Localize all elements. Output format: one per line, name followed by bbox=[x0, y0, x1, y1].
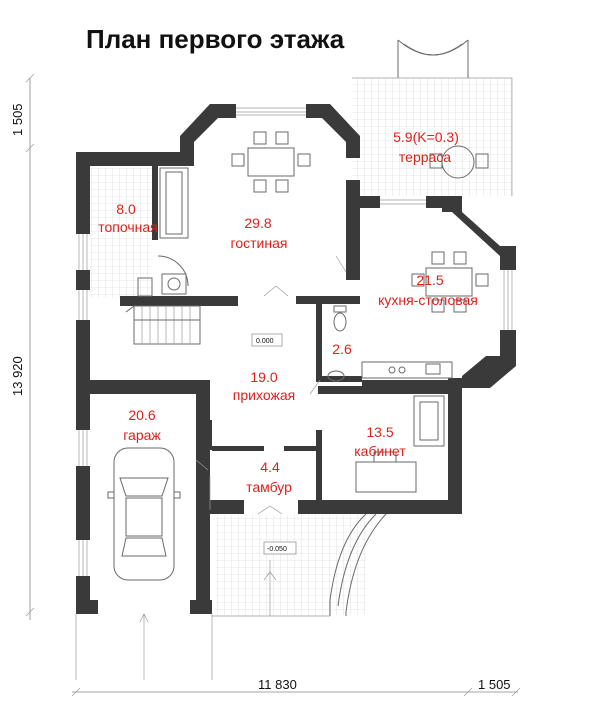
boiler-floor bbox=[90, 168, 152, 298]
room-name-study: кабинет bbox=[354, 443, 406, 459]
room-area-wc: 2.6 bbox=[332, 341, 352, 357]
windows-bay bbox=[236, 104, 516, 330]
room-name-vestibule: тамбур bbox=[246, 479, 292, 495]
level-mark-box-hall bbox=[251, 333, 283, 347]
dimension-left-top: 1 505 bbox=[10, 103, 25, 136]
terrace-steps bbox=[397, 39, 469, 78]
staircase bbox=[125, 305, 201, 345]
level-mark-porch: -0.050 bbox=[267, 546, 287, 553]
porch bbox=[212, 513, 387, 617]
study-furniture bbox=[355, 395, 445, 493]
room-name-terrace: терраса bbox=[399, 149, 451, 165]
dimension-lines bbox=[25, 73, 521, 697]
dimension-bottom-right: 1 505 bbox=[478, 677, 511, 692]
wc-fixtures bbox=[327, 305, 347, 382]
room-name-kitchen: кухня-столовая bbox=[378, 292, 478, 308]
walls bbox=[76, 104, 516, 614]
room-name-garage: гараж bbox=[123, 427, 161, 443]
terrace-furniture bbox=[429, 145, 489, 179]
doors bbox=[195, 255, 347, 515]
porch-floor bbox=[216, 515, 366, 615]
room-area-study: 13.5 bbox=[366, 424, 393, 440]
level-mark-box-porch bbox=[263, 541, 297, 555]
kitchen-furniture bbox=[361, 251, 489, 379]
room-name-living: гостиная bbox=[231, 235, 288, 251]
room-name-boiler: топочная bbox=[98, 219, 158, 235]
car bbox=[107, 447, 181, 581]
terrace-floor bbox=[352, 78, 512, 196]
room-name-hall: прихожая bbox=[233, 387, 295, 403]
room-area-terrace: 5.9(K=0.3) bbox=[393, 129, 459, 145]
room-area-boiler: 8.0 bbox=[116, 201, 136, 217]
dimension-bottom-main: 11 830 bbox=[258, 677, 297, 692]
dimension-left-main: 13 920 bbox=[10, 356, 25, 396]
level-mark-hall: 0.000 bbox=[256, 338, 274, 345]
room-area-hall: 19.0 bbox=[250, 369, 277, 385]
room-area-garage: 20.6 bbox=[128, 407, 155, 423]
room-area-vestibule: 4.4 bbox=[260, 459, 280, 475]
windows-left bbox=[76, 234, 90, 576]
living-furniture bbox=[159, 131, 311, 239]
boiler-equipment bbox=[137, 255, 189, 297]
terrace-edge-line bbox=[352, 77, 513, 196]
room-area-living: 29.8 bbox=[244, 215, 271, 231]
plan-title: План первого этажа bbox=[86, 24, 345, 54]
driveway-lines bbox=[75, 613, 213, 680]
room-area-kitchen: 21.5 bbox=[416, 272, 443, 288]
